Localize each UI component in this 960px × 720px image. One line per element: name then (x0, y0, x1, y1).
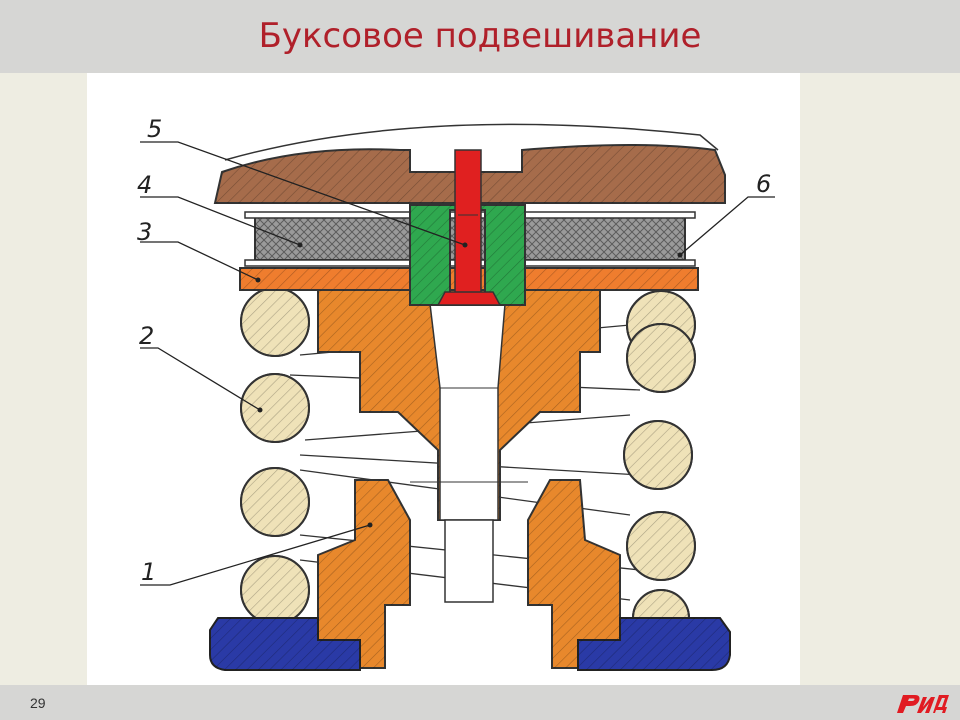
frame-outline (224, 123, 719, 161)
bolt-head (436, 291, 502, 306)
slide-title: Буксовое подвешивание (258, 16, 702, 56)
slide-footer (0, 685, 960, 720)
callout-6: 6 (756, 170, 771, 198)
central-bore (429, 303, 506, 521)
callout-4: 4 (137, 171, 152, 199)
callout-3: 3 (137, 218, 152, 246)
page-number: 29 (30, 695, 46, 711)
callout-1: 1 (141, 558, 156, 586)
slide-header (0, 0, 960, 73)
bolt-shank (454, 149, 482, 301)
callout-5: 5 (147, 115, 162, 143)
spring-coils (240, 287, 696, 647)
leader-lines (140, 141, 775, 586)
guide-bore (444, 519, 494, 603)
rzd-logo (897, 695, 949, 713)
axlebox-suspension-diagram: 5 4 3 2 1 6 (137, 115, 775, 671)
callout-2: 2 (139, 322, 154, 350)
